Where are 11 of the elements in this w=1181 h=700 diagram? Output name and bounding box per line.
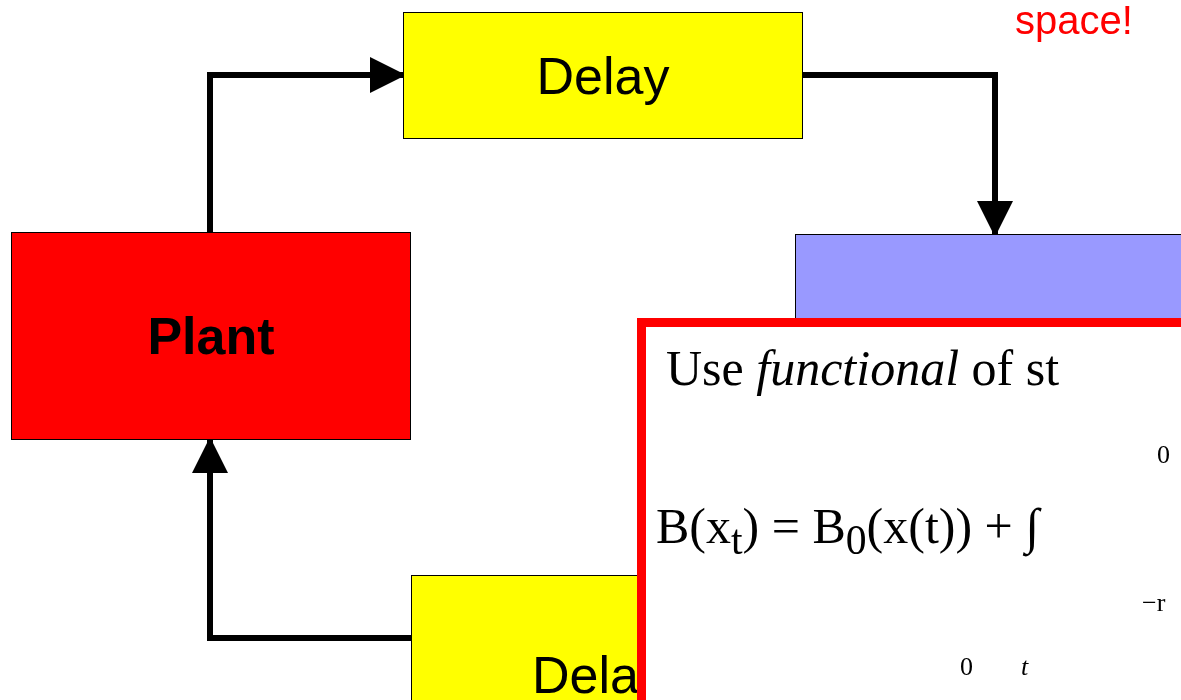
delay-box <box>403 12 803 139</box>
box-label: Delay <box>536 45 670 106</box>
integral-limit: 0 <box>1157 440 1170 470</box>
integral-limit: t <box>1021 652 1029 682</box>
note-text: space! <box>1015 0 1133 43</box>
plant-box <box>11 232 411 440</box>
integral-limit: 0 <box>960 652 973 682</box>
box-label: Dela <box>532 645 639 700</box>
box-label: Plant <box>147 306 275 366</box>
panel-text: Use functional of st <box>666 339 1060 397</box>
integral-limit: −r <box>1142 588 1166 618</box>
